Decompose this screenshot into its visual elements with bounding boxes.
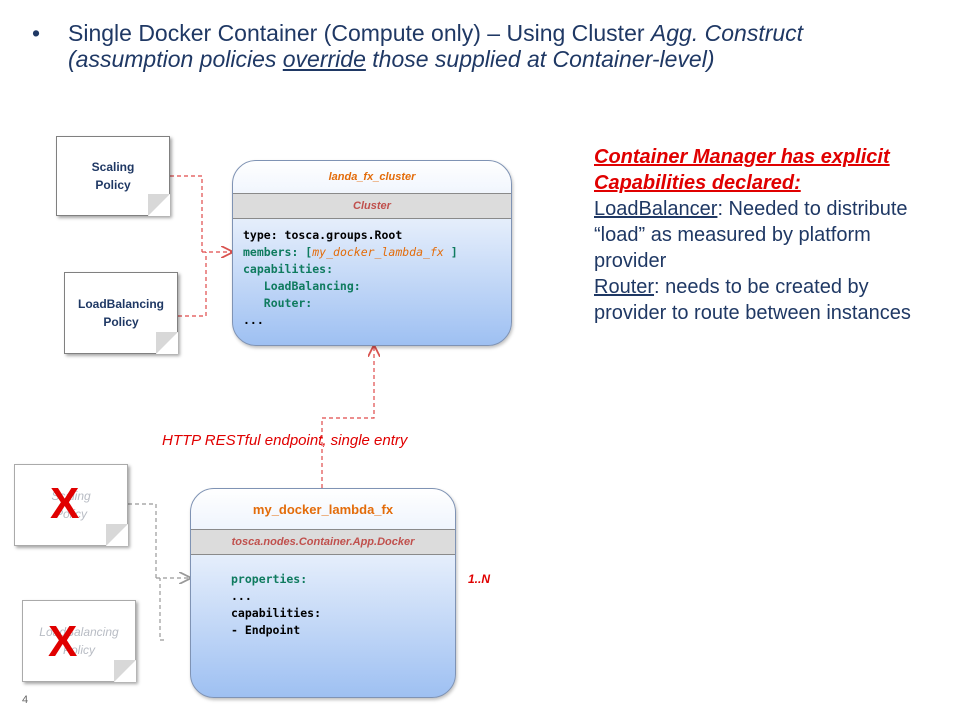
cluster-code-line: ... [243,313,264,327]
page-fold-icon [106,524,128,546]
http-endpoint-connector [321,346,374,488]
page-fold-icon [156,332,178,354]
container-code-line: properties: [231,572,308,586]
router-term: Router [594,276,655,298]
cluster-code-line: capabilities: [243,262,334,276]
title-part2-prefix: (assumption policies [68,46,283,72]
cluster-node: landa_fx_cluster Cluster type: tosca.gro… [232,160,512,346]
loadbalancer-desc: : Needed to distribute “load” as measure… [594,198,908,272]
cluster-code-line: ] [443,245,458,259]
router-desc: : needs to be created by provider to rou… [594,276,911,324]
scaling-policy-line1: Scaling [51,489,91,503]
top-policy-connectors [170,175,232,317]
cluster-code-line: Router: [243,296,313,310]
loadbalancing-policy-line2: Policy [103,315,139,329]
cluster-code-line: LoadBalancing: [243,279,361,293]
http-endpoint-label: HTTP RESTful endpoint, single entry [162,432,408,449]
container-manager-note: Container Manager has explicit Capabilit… [594,144,944,326]
title-part2: (assumption policies override those supp… [68,46,715,72]
page-number: 4 [22,694,29,706]
container-node: my_docker_lambda_fx tosca.nodes.Containe… [190,488,456,698]
container-definition: properties: ... capabilities: - Endpoint [191,555,455,639]
cluster-definition: type: tosca.groups.Root members: [my_doc… [233,219,511,329]
loadbalancing-policy-line2: Policy [62,643,95,657]
container-type: tosca.nodes.Container.App.Docker [191,529,455,555]
cluster-code-line: type: tosca.groups.Root [243,228,403,242]
scaling-policy-line2: Policy [54,507,87,521]
page-fold-icon [148,194,170,216]
title-override: override [282,46,366,72]
x-mark-icon: X [50,479,80,528]
title-part1: Single Docker Container (Compute only) –… [68,20,651,46]
container-code-line: - Endpoint [231,623,301,637]
multiplicity-label: 1..N [468,572,491,586]
loadbalancing-policy-line1: LoadBalancing [77,297,164,311]
container-name: my_docker_lambda_fx [252,501,394,517]
slide-title: Single Docker Container (Compute only) –… [68,20,948,72]
page-fold-icon [114,660,136,682]
manager-note-heading: Container Manager has explicit Capabilit… [594,146,890,194]
cluster-member-ref: my_docker_lambda_fx [312,245,444,259]
cluster-name: landa_fx_cluster [328,171,416,183]
title-part2-suffix: those supplied at Container-level) [365,46,715,72]
x-mark-icon: X [48,617,78,666]
title-bullet: • [32,20,41,46]
bottom-policy-connectors [128,503,190,641]
scaling-policy-line1: Scaling [91,160,135,174]
loadbalancing-policy-line1: LoadBalancing [39,625,119,639]
cluster-code-line: members: [ [243,245,313,259]
container-code-line: ... [231,589,252,603]
scaling-policy-line2: Policy [95,178,131,192]
cluster-type: Cluster [233,193,511,219]
title-part1-italic: Agg. Construct [650,20,804,46]
loadbalancer-term: LoadBalancer [594,198,718,220]
container-code-line: capabilities: [231,606,322,620]
